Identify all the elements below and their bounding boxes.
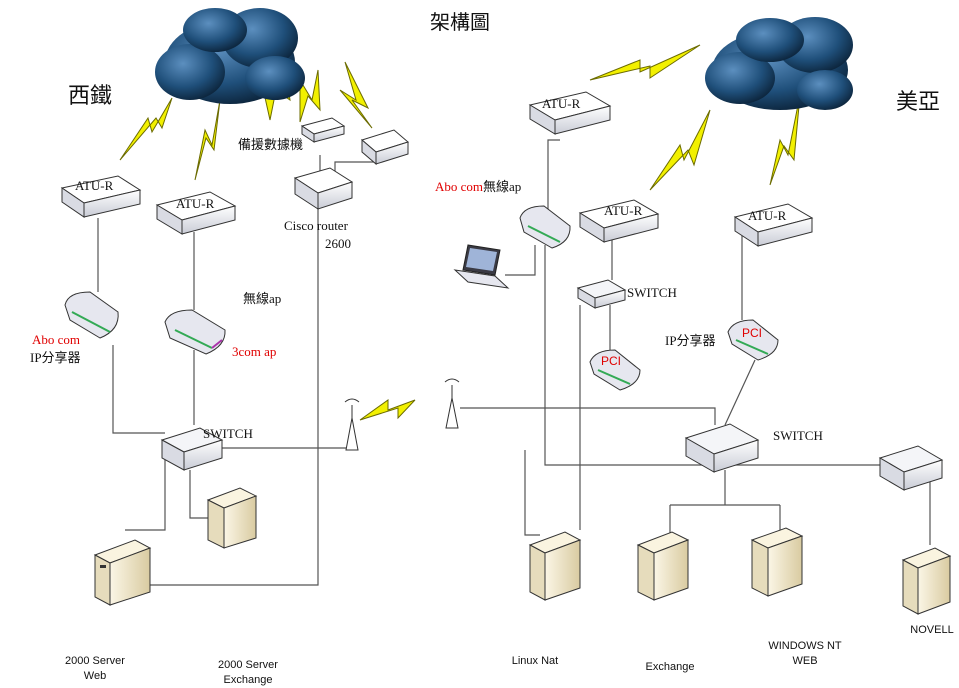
abocom-wireless-label-red: Abo com	[435, 179, 484, 194]
internet-cloud-right	[705, 17, 853, 110]
pci-ip-sharer-right	[727, 319, 779, 361]
pci-label: PCI	[601, 354, 622, 368]
server-2000-web	[93, 539, 152, 606]
switch-right	[684, 423, 760, 473]
3com-wireless-ap	[164, 309, 226, 355]
wireless-ap-label: 無線ap	[243, 291, 282, 306]
atu-r-modem-left-2	[155, 191, 237, 235]
site-label-left: 西鐵	[68, 83, 113, 108]
internet-cloud-left	[155, 8, 305, 104]
switch-small-right	[576, 279, 627, 309]
pci-label: PCI	[742, 326, 763, 340]
cisco-router-label: Cisco router	[284, 218, 348, 233]
cisco-router-model: 2600	[325, 236, 351, 251]
ip-sharer-right-label: IP分享器	[665, 333, 716, 348]
antenna-right	[444, 378, 460, 429]
atu-r-modem-right-top	[528, 91, 612, 135]
ip-sharer-label: IP分享器	[30, 350, 81, 365]
atu-r-label: ATU-R	[75, 178, 114, 193]
atu-r-label: ATU-R	[176, 196, 215, 211]
cisco-router	[293, 167, 354, 210]
server-caption: NOVELL	[910, 624, 954, 636]
switch-label-right: SWITCH	[773, 428, 823, 443]
lightning-bolt	[649, 109, 711, 191]
abocom-wireless-label: 無線ap	[483, 179, 522, 194]
server-caption: Linux Nat	[511, 655, 559, 667]
switch-novell	[878, 445, 944, 491]
server-exchange	[636, 531, 690, 601]
switch-label-mid: SWITCH	[627, 285, 677, 300]
abocom-ip-sharer-left	[64, 291, 119, 339]
laptop	[453, 244, 510, 289]
abocom-wireless-ap	[519, 205, 571, 249]
atu-r-modem-right-2	[733, 203, 814, 247]
atu-r-label: ATU-R	[748, 208, 787, 223]
atu-r-label: ATU-R	[542, 96, 581, 111]
atu-r-label: ATU-R	[604, 203, 643, 218]
backup-modem	[300, 117, 346, 143]
lightning-bolts	[119, 44, 801, 421]
server-2000-exchange	[206, 487, 258, 549]
atu-r-modem-left-1	[60, 175, 142, 218]
switch-label-left: SWITCH	[203, 426, 253, 441]
3com-ap-label: 3com ap	[232, 344, 277, 359]
lightning-bolt	[119, 97, 173, 161]
server-novell	[901, 547, 952, 615]
server-windows-nt-web	[750, 527, 804, 597]
site-label-right: 美亞	[896, 89, 941, 114]
antenna-left	[344, 398, 360, 451]
atu-r-modem-right-1	[578, 199, 660, 243]
backup-modem-label: 備援數據機	[238, 137, 304, 152]
lightning-bolt	[359, 399, 416, 421]
modem-device	[360, 129, 410, 166]
server-linux-nat	[528, 531, 582, 601]
abocom-label: Abo com	[32, 332, 81, 347]
switch-left	[160, 427, 224, 471]
lightning-bolt	[339, 61, 373, 129]
connection-lines	[97, 139, 931, 586]
lightning-bolt	[194, 99, 221, 181]
server-caption: Exchange	[645, 661, 695, 673]
diagram-title: 架構圖	[430, 12, 490, 34]
lightning-bolt	[589, 44, 701, 81]
pci-ip-sharer-mid	[589, 349, 641, 391]
